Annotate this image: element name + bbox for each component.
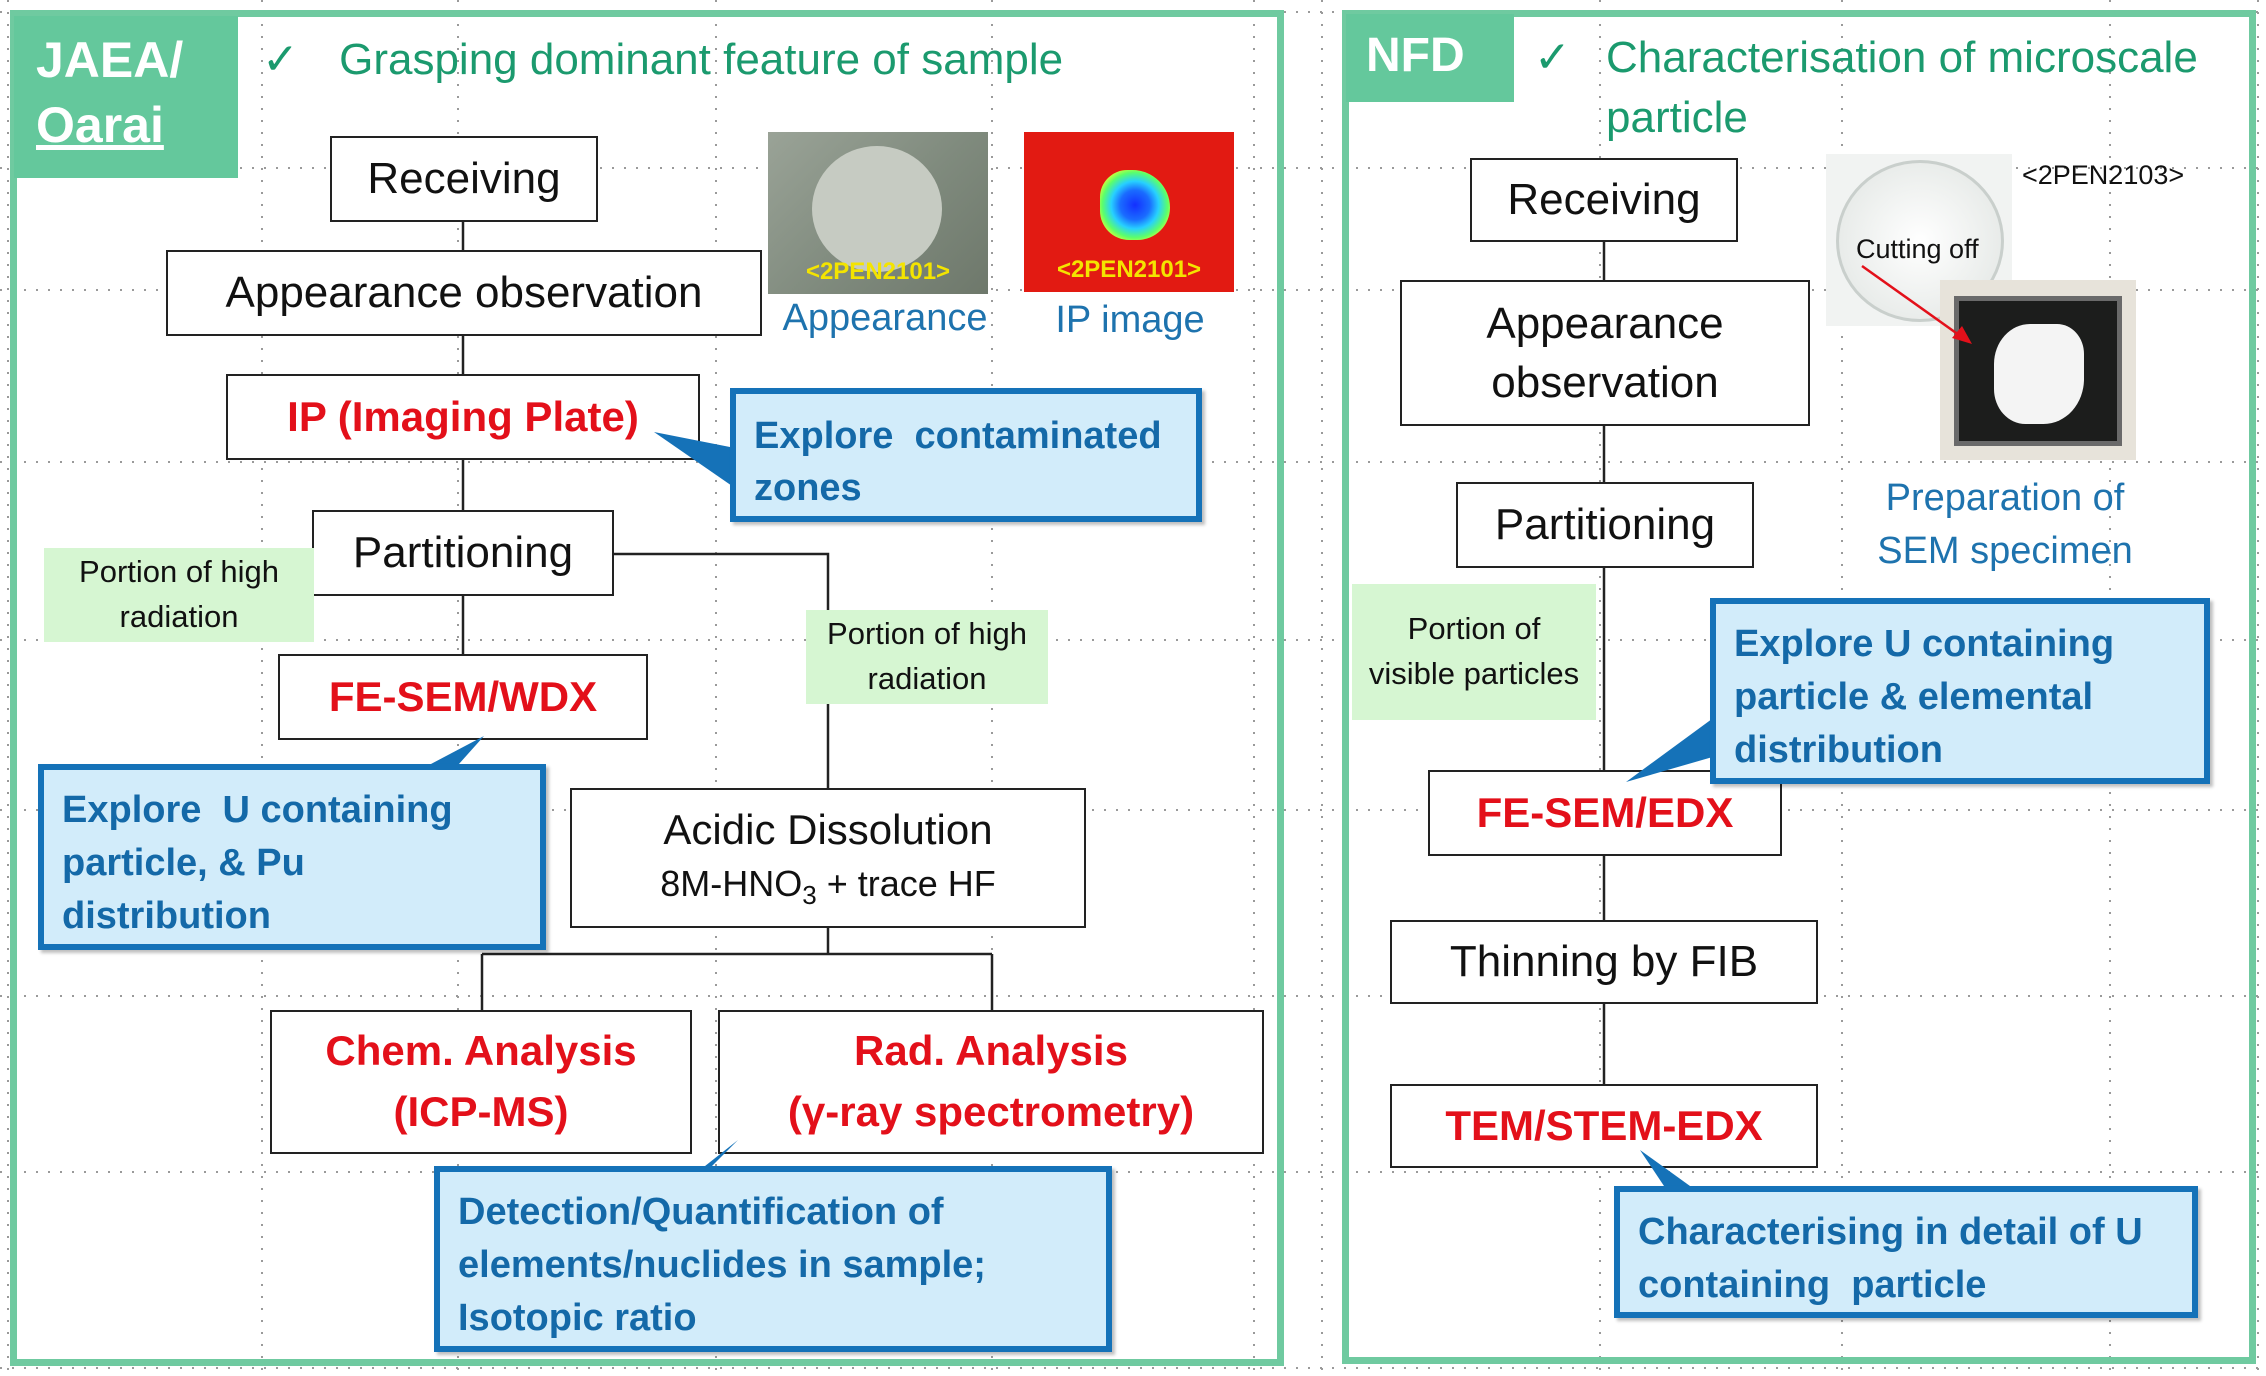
nfd-step-tem-stem-edx: TEM/STEM-EDX <box>1390 1084 1818 1168</box>
step-receiving-label: Receiving <box>367 153 561 203</box>
right-heading-line-2: particle <box>1606 92 1748 142</box>
note-visible-particles: Portion of visible particles <box>1352 584 1596 720</box>
callout-u-line-2: particle, & Pu <box>62 842 305 885</box>
callout-characterising-u-particle: Characterising in detail of U containing… <box>1614 1186 2198 1318</box>
callout-detect-line-3: Isotopic ratio <box>458 1297 697 1340</box>
nfd-tem-label: TEM/STEM-EDX <box>1445 1101 1763 1149</box>
callout-eu-line-2: particle & elemental <box>1734 676 2094 719</box>
sem-specimen-caption: Preparation of SEM specimen <box>1850 472 2160 578</box>
callout-u-line-3: distribution <box>62 895 271 938</box>
nfd-step-fe-sem-edx: FE-SEM/EDX <box>1428 770 1782 856</box>
nfd-partitioning-label: Partitioning <box>1494 499 1716 549</box>
appearance-caption: Appearance <box>782 297 988 339</box>
appearance-photo: <2PEN2101> <box>768 132 988 294</box>
callout-eu-line-3: distribution <box>1734 729 1943 772</box>
note-right-line-2: radiation <box>867 661 987 696</box>
step-imaging-plate: IP (Imaging Plate) <box>226 374 700 460</box>
step-partitioning: Partitioning <box>312 510 614 596</box>
rad-line-2: (γ-ray spectrometry) <box>787 1088 1195 1135</box>
step-appearance-observation: Appearance observation <box>166 250 762 336</box>
step-appearance-label: Appearance observation <box>225 267 703 317</box>
check-icon: ✓ <box>262 35 299 84</box>
tag-line-2: Oarai <box>36 97 164 153</box>
step-receiving: Receiving <box>330 136 598 222</box>
nfd-appearance-line-1: Appearance <box>1486 298 1724 348</box>
check-icon: ✓ <box>1534 33 1571 82</box>
callout-explore-u-elemental: Explore U containing particle & elementa… <box>1710 598 2210 784</box>
note-left-line-1: Portion of high <box>79 554 279 590</box>
sem-caption-line-2: SEM specimen <box>1877 530 2133 573</box>
chem-line-2: (ICP-MS) <box>393 1088 569 1135</box>
chem-line-1: Chem. Analysis <box>325 1027 637 1075</box>
nfd-tag: NFD <box>1346 14 1514 102</box>
step-acidic-dissolution: Acidic Dissolution 8M-HNO3 + trace HF <box>570 788 1086 928</box>
step-chem-analysis: Chem. Analysis (ICP-MS) <box>270 1010 692 1154</box>
nfd-receiving-label: Receiving <box>1507 174 1701 224</box>
nfd-appearance-line-2: observation <box>1491 358 1719 407</box>
tag-line-1: JAEA/ <box>36 32 184 88</box>
callout-u-line-1: Explore U containing <box>62 789 453 831</box>
ip-image: <2PEN2101> <box>1024 132 1234 292</box>
sample-id-label: <2PEN2103> <box>2022 160 2185 190</box>
ip-image-caption: IP image <box>1055 299 1205 341</box>
nfd-step-thinning-fib: Thinning by FIB <box>1390 920 1818 1004</box>
acidic-reagent-sub: 3 <box>802 879 817 910</box>
cutting-off-label: Cutting off <box>1856 234 1979 264</box>
right-heading-text: Characterisation of microscale particle <box>1606 28 2266 148</box>
nfd-step-appearance-observation: Appearance observation <box>1400 280 1810 426</box>
callout-explore-u-pu: Explore U containing particle, & Pu dist… <box>38 764 546 950</box>
acidic-reagent: 8M-HNO3 + trace HF <box>660 862 996 911</box>
ip-hotspot-icon <box>1100 170 1170 240</box>
nfd-tag-label: NFD <box>1366 29 1465 82</box>
callout-detect-line-2: elements/nuclides in sample; <box>458 1244 986 1287</box>
callout-eu-line-1: Explore U containing <box>1734 623 2115 665</box>
jaea-oarai-tag: JAEA/ Oarai <box>14 16 238 178</box>
callout-explore-contaminated-zones: Explore contaminated zones <box>730 388 1202 522</box>
step-ip-label: IP (Imaging Plate) <box>287 392 639 440</box>
left-heading: ✓ Grasping dominant feature of sample <box>262 30 1162 90</box>
nfd-step-partitioning: Partitioning <box>1456 482 1754 568</box>
nfd-thinning-label: Thinning by FIB <box>1449 936 1759 986</box>
callout-zones-line-2: zones <box>754 467 862 510</box>
specimen-photo <box>1940 280 2136 460</box>
sample-disc-icon <box>812 146 942 272</box>
nfd-panel <box>1342 10 2256 1364</box>
right-heading-line-1: Characterisation of microscale <box>1606 33 2198 82</box>
nfd-fesem-label: FE-SEM/EDX <box>1476 788 1734 836</box>
specimen-fiber-icon <box>1994 324 2084 424</box>
step-fesem-label: FE-SEM/WDX <box>328 672 598 720</box>
note-visible-line-2: visible particles <box>1368 656 1580 691</box>
left-heading-text: Grasping dominant feature of sample <box>339 35 1064 84</box>
ip-image-label: <2PEN2101> <box>1056 256 1202 283</box>
note-high-radiation-left: Portion of high radiation <box>44 548 314 642</box>
jaea-panel <box>10 10 1284 1366</box>
callout-detect-line-1: Detection/Quantification of <box>458 1191 944 1233</box>
rad-line-1: Rad. Analysis <box>854 1027 1128 1075</box>
appearance-photo-label: <2PEN2101> <box>805 258 951 285</box>
right-heading: ✓ Characterisation of microscale particl… <box>1534 28 2254 142</box>
callout-detection-quantification: Detection/Quantification of elements/nuc… <box>434 1166 1112 1352</box>
callout-zones-line-1: Explore contaminated <box>754 415 1162 457</box>
note-high-radiation-right: Portion of high radiation <box>806 610 1048 704</box>
step-partitioning-label: Partitioning <box>352 527 574 577</box>
note-right-line-1: Portion of high <box>827 616 1027 652</box>
callout-char-line-1: Characterising in detail of U <box>1638 1211 2143 1253</box>
sem-caption-line-1: Preparation of <box>1885 477 2125 519</box>
note-left-line-2: radiation <box>119 599 239 634</box>
step-rad-analysis: Rad. Analysis (γ-ray spectrometry) <box>718 1010 1264 1154</box>
nfd-step-receiving: Receiving <box>1470 158 1738 242</box>
callout-char-line-2: containing particle <box>1638 1264 1987 1307</box>
acidic-title: Acidic Dissolution <box>663 806 993 854</box>
note-visible-line-1: Portion of <box>1407 611 1541 647</box>
acidic-reagent-pre: 8M-HNO <box>660 862 803 904</box>
step-fe-sem-wdx: FE-SEM/WDX <box>278 654 648 740</box>
acidic-reagent-post: + trace HF <box>816 862 996 904</box>
